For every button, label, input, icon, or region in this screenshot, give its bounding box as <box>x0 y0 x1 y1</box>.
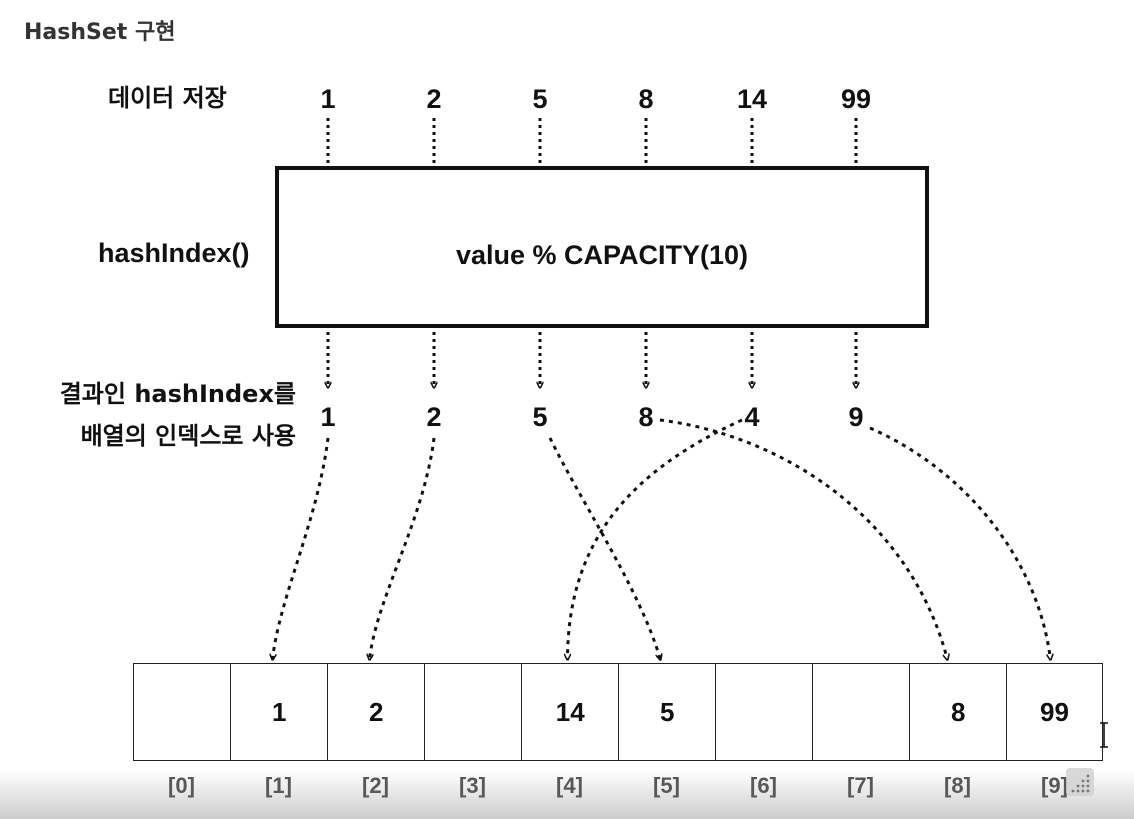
array-cell <box>812 663 911 761</box>
array-index-label: [5] <box>653 773 680 798</box>
hash-mapping-arrow <box>273 437 330 660</box>
array-index-label: [1] <box>265 773 292 798</box>
array-index-label: [8] <box>944 773 971 798</box>
hash-mapping-arrow <box>659 418 948 660</box>
array-index-label: [6] <box>750 773 777 798</box>
hash-function-box <box>275 166 929 328</box>
array-cell <box>133 663 232 761</box>
hash-result-value: 4 <box>744 402 760 432</box>
input-value: 14 <box>736 84 768 114</box>
data-storage-label: 데이터 저장 <box>108 84 227 112</box>
result-label-line1: 결과인 hashIndex를 <box>59 380 296 408</box>
input-value: 99 <box>840 84 872 114</box>
hash-result-value: 5 <box>532 402 548 432</box>
page-title: HashSet 구현 <box>24 20 176 45</box>
array-cell: 5 <box>618 663 717 761</box>
array-cell <box>715 663 814 761</box>
array-cell: 1 <box>230 663 329 761</box>
array-cell: 8 <box>909 663 1008 761</box>
array-index-label: [0] <box>168 773 195 798</box>
input-value: 8 <box>638 84 654 114</box>
hash-mapping-arrow <box>548 437 661 660</box>
hash-formula: value % CAPACITY(10) <box>455 240 749 270</box>
hash-mapping-arrow <box>568 418 743 660</box>
array-index-label: [3] <box>459 773 486 798</box>
hash-mapping-arrow <box>370 437 436 660</box>
input-value: 1 <box>320 84 336 114</box>
array-cell: 99 <box>1006 663 1103 761</box>
hash-function-label: hashIndex() <box>98 238 250 268</box>
array-cell: 14 <box>521 663 620 761</box>
hash-mapping-arrow <box>869 426 1051 660</box>
hash-result-value: 8 <box>638 402 654 432</box>
hash-result-value: 9 <box>848 402 864 432</box>
input-value: 2 <box>426 84 442 114</box>
text-cursor-icon <box>1100 722 1108 748</box>
array-index-label: [9] <box>1041 773 1068 798</box>
resize-grip-icon[interactable] <box>1066 768 1094 796</box>
hash-result-value: 1 <box>320 402 336 432</box>
array-cell <box>424 663 523 761</box>
input-value: 5 <box>532 84 548 114</box>
array-index-label: [7] <box>847 773 874 798</box>
result-label-line2: 배열의 인덱스로 사용 <box>80 422 296 450</box>
array-cell: 2 <box>327 663 426 761</box>
array-index-label: [4] <box>556 773 583 798</box>
hash-result-value: 2 <box>426 402 442 432</box>
array-index-label: [2] <box>362 773 389 798</box>
